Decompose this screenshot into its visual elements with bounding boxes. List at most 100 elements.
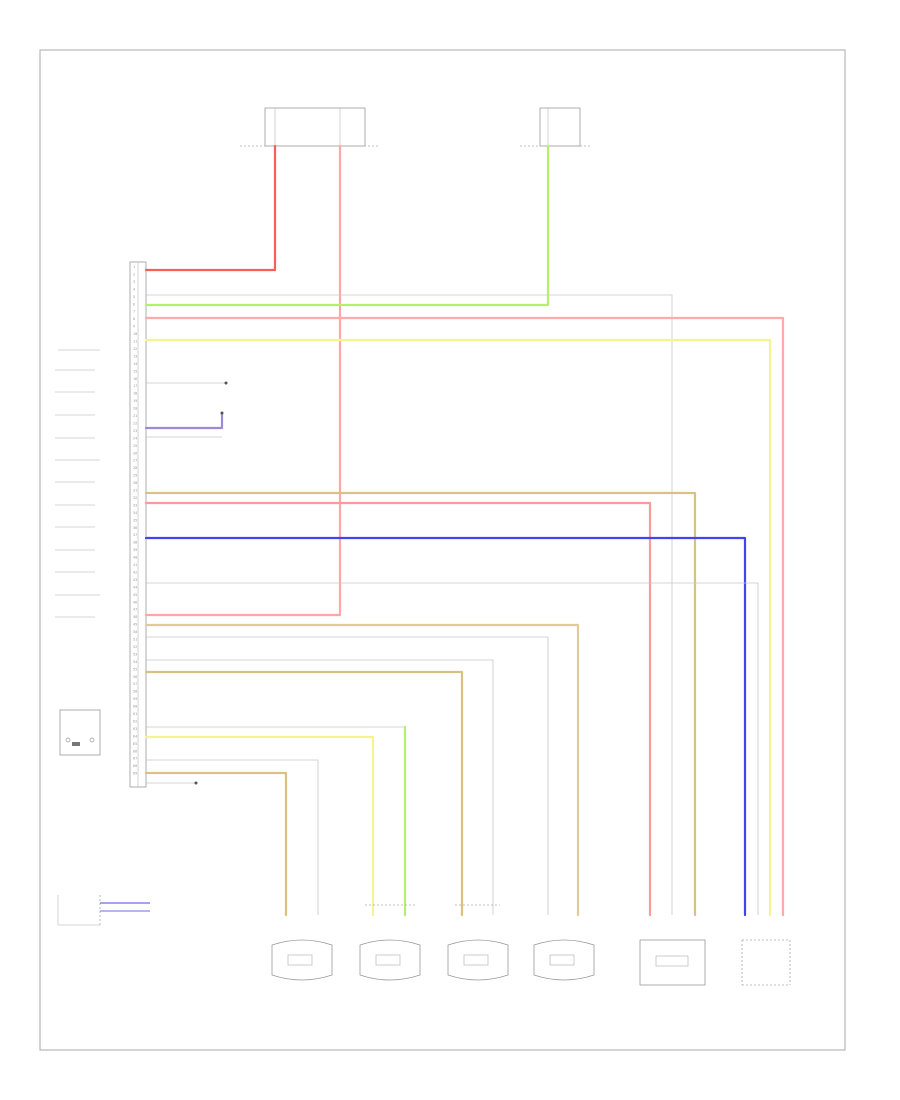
connector-pin-53: 53 [133, 652, 137, 656]
connector-pin-25: 25 [133, 444, 137, 448]
yaw-rate-sensor [741, 940, 791, 986]
connector-pin-65: 65 [133, 742, 137, 746]
connector-pin-8: 8 [133, 317, 135, 321]
wire-tan-4 [144, 771, 288, 917]
connector-pin-51: 51 [133, 638, 137, 642]
connector-pin-60: 60 [133, 705, 137, 709]
connector-pin-6: 6 [133, 302, 135, 306]
connector-pin-56: 56 [133, 675, 137, 679]
wire-yellow-2 [144, 735, 375, 917]
wheel-sensor-right-rear [359, 939, 421, 981]
wire-pink-2 [144, 501, 652, 917]
connector-pin-47: 47 [133, 608, 137, 612]
connector-pin-52: 52 [133, 645, 137, 649]
wire-light-red-fuse [144, 144, 342, 617]
wire-tan-3 [144, 670, 464, 917]
connector-pin-69: 69 [133, 772, 137, 776]
switch-column [55, 349, 100, 618]
connector-pin-49: 49 [133, 623, 137, 627]
connector-pin-55: 55 [133, 667, 137, 671]
diagram-frame [39, 49, 846, 1051]
connector-pin-50: 50 [133, 630, 137, 634]
connector-pin-58: 58 [133, 690, 137, 694]
wheel-sensor-left-rear [447, 939, 509, 981]
connector-pin-42: 42 [133, 571, 137, 575]
connector-pin-31: 31 [133, 489, 137, 493]
wire-yellow [144, 338, 772, 917]
connector-pin-23: 23 [133, 429, 137, 433]
connector-pin-33: 33 [133, 503, 137, 507]
wheel-sensor-right-front [533, 939, 595, 981]
connector-pin-4: 4 [133, 287, 135, 291]
wire-pink-long [144, 316, 785, 917]
connector-pin-48: 48 [133, 615, 137, 619]
connector-pin-35: 35 [133, 518, 137, 522]
wire-tan-2 [144, 623, 580, 917]
connector-pin-43: 43 [133, 578, 137, 582]
wire-grey-6 [146, 759, 319, 915]
wire-grey-4 [146, 659, 494, 915]
connector-pin-16: 16 [133, 377, 137, 381]
connector-pin-37: 37 [133, 533, 137, 537]
relay-symbol [59, 709, 101, 756]
connector-pin-34: 34 [133, 511, 137, 515]
connector-pin-68: 68 [133, 764, 137, 768]
control-module-connector [129, 261, 147, 788]
brake-pedal-sensor [639, 939, 706, 986]
connector-pin-46: 46 [133, 600, 137, 604]
connector-pin-15: 15 [133, 369, 137, 373]
connector-pin-13: 13 [133, 354, 137, 358]
fuse-box-right [520, 107, 590, 147]
connector-pin-44: 44 [133, 585, 137, 589]
wire-grey-3 [146, 636, 549, 915]
connector-pin-36: 36 [133, 526, 137, 530]
connector-pin-19: 19 [133, 399, 137, 403]
connector-pin-67: 67 [133, 757, 137, 761]
wheel-sensor-left-front [271, 939, 333, 981]
connector-pin-5: 5 [133, 295, 135, 299]
connector-pin-61: 61 [133, 712, 137, 716]
connector-pin-40: 40 [133, 556, 137, 560]
connector-pin-20: 20 [133, 407, 137, 411]
wire-tan-1 [144, 491, 697, 917]
connector-pin-14: 14 [133, 362, 137, 366]
connector-pin-59: 59 [133, 697, 137, 701]
connector-pin-3: 3 [133, 280, 135, 284]
connector-pin-39: 39 [133, 548, 137, 552]
wire-grey-5 [146, 726, 406, 915]
wire-purple [144, 411, 224, 430]
connector-pin-10: 10 [133, 332, 137, 336]
connector-pin-64: 64 [133, 734, 137, 738]
connector-pin-57: 57 [133, 682, 137, 686]
connector-pin-30: 30 [133, 481, 137, 485]
wire-red-power [144, 144, 277, 272]
wire-grey-top [146, 294, 673, 915]
connector-pin-12: 12 [133, 347, 137, 351]
connector-pin-2: 2 [133, 272, 135, 276]
connector-pin-17: 17 [133, 384, 137, 388]
steering-angle-sensor [57, 895, 101, 926]
connector-pin-9: 9 [133, 325, 135, 329]
connector-pin-22: 22 [133, 422, 137, 426]
connector-pin-11: 11 [133, 340, 137, 344]
connector-pin-24: 24 [133, 436, 137, 440]
fuse-box-left [240, 107, 378, 147]
connector-pin-62: 62 [133, 720, 137, 724]
connector-pin-1: 1 [133, 265, 135, 269]
connector-pin-54: 54 [133, 660, 137, 664]
connector-pin-18: 18 [133, 392, 137, 396]
wire-blue [144, 536, 747, 917]
connector-pin-66: 66 [133, 749, 137, 753]
wire-green [144, 144, 550, 307]
connector-pin-7: 7 [133, 310, 135, 314]
connector-pin-45: 45 [133, 593, 137, 597]
connector-breaks [365, 904, 790, 941]
connector-pin-29: 29 [133, 474, 137, 478]
connector-pin-32: 32 [133, 496, 137, 500]
connector-pin-28: 28 [133, 466, 137, 470]
connector-pin-26: 26 [133, 451, 137, 455]
connector-pin-63: 63 [133, 727, 137, 731]
connector-pin-38: 38 [133, 541, 137, 545]
connector-pin-21: 21 [133, 414, 137, 418]
